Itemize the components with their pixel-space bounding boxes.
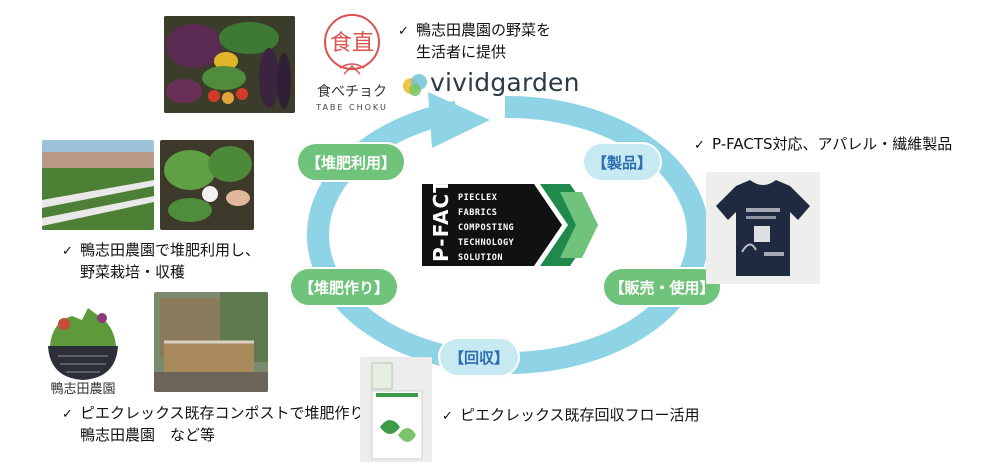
- caption-compost-line1: ピエクレックス既存コンポストで堆肥作り: [80, 404, 365, 422]
- caption-farm: ✓ 鴨志田農園で堆肥利用し、 野菜栽培・収穫: [62, 240, 260, 283]
- caption-collection: ✓ ピエクレックス既存回収フロー活用: [442, 405, 700, 427]
- caption-top-line1: 鴨志田農園の野菜を: [416, 21, 552, 39]
- caption-product: ✓ P-FACTS対応、アパレル・繊維製品: [694, 134, 952, 156]
- tabechoku-seal: 食直: [330, 31, 374, 56]
- caption-compost-line2: 鴨志田農園 など等: [80, 426, 216, 444]
- pfacts-line-4: TECHNOLOGY: [458, 238, 515, 248]
- pfacts-line-1: PIECLEX: [458, 193, 497, 203]
- kamoshida-farm-logo: 鴨志田農園: [48, 308, 118, 396]
- stage-sales-use: 【販売・使用】: [602, 267, 722, 307]
- caption-collection-text: ピエクレックス既存回収フロー活用: [460, 406, 700, 424]
- pfacts-brand: P-FACTS: [429, 184, 453, 262]
- vividgarden-wordmark: vividgarden: [430, 68, 580, 97]
- caption-product-text: P-FACTS対応、アパレル・繊維製品: [712, 135, 953, 153]
- check-icon: ✓: [62, 407, 73, 422]
- caption-top: ✓ 鴨志田農園の野菜を 生活者に提供: [398, 20, 551, 63]
- compost-photo: [154, 292, 268, 392]
- pfacts-line-2: FABRICS: [458, 208, 497, 218]
- stage-compost-use: 【堆肥利用】: [296, 142, 406, 182]
- vegetables-photo: [164, 16, 295, 113]
- caption-top-line2: 生活者に提供: [416, 43, 507, 61]
- check-icon: ✓: [62, 244, 73, 259]
- pfacts-line-3: COMPOSTING: [458, 223, 514, 233]
- check-icon: ✓: [442, 409, 453, 424]
- check-icon: ✓: [694, 138, 705, 153]
- harvest-photo: [160, 140, 254, 230]
- cycle-arrow-head: [428, 92, 490, 148]
- stage-product: 【製品】: [582, 142, 662, 182]
- collection-box-photo: [360, 357, 432, 462]
- tshirt-photo: [706, 172, 820, 284]
- tabechoku-logo: 食直 食べチョク TABE CHOKU: [315, 14, 388, 112]
- tabechoku-name-jp: 食べチョク: [317, 83, 387, 100]
- pfacts-line-5: SOLUTION: [458, 253, 503, 263]
- pfacts-logo: P-FACTS PIECLEX FABRICS COMPOSTING TECHN…: [422, 184, 598, 266]
- caption-compost: ✓ ピエクレックス既存コンポストで堆肥作り 鴨志田農園 など等: [62, 403, 365, 446]
- kamoshida-logo-text: 鴨志田農園: [50, 382, 115, 396]
- caption-farm-line1: 鴨志田農園で堆肥利用し、: [80, 241, 261, 259]
- stage-collection: 【回収】: [438, 337, 520, 377]
- field-photo: [42, 140, 154, 230]
- tabechoku-name-en: TABE CHOKU: [315, 103, 388, 112]
- vividgarden-icon: [403, 74, 427, 96]
- stage-compost-make: 【堆肥作り】: [289, 267, 399, 307]
- caption-farm-line2: 野菜栽培・収穫: [80, 263, 186, 281]
- check-icon: ✓: [398, 24, 409, 39]
